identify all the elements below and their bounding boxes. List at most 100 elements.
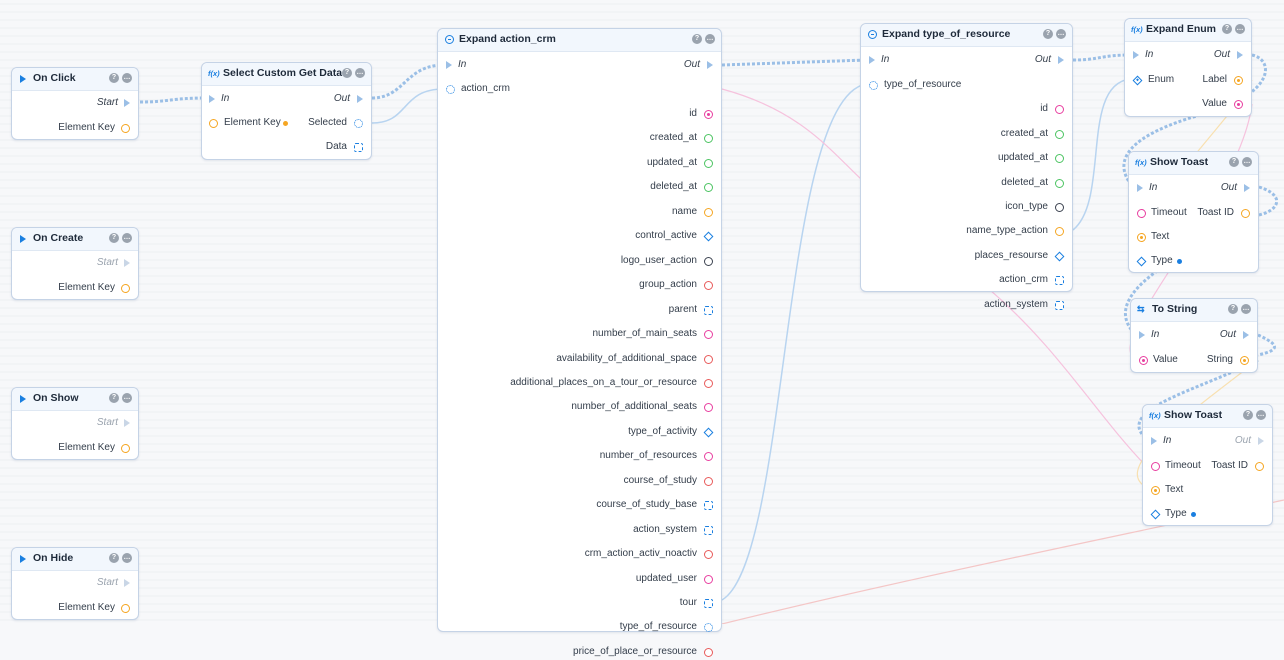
help-icon[interactable]: ? (109, 393, 119, 403)
field-output-pin[interactable] (1054, 251, 1065, 262)
type-pin[interactable] (1150, 509, 1161, 520)
field-output-pin[interactable] (704, 476, 713, 486)
comment-icon[interactable]: … (122, 73, 132, 83)
start-exec-pin[interactable] (124, 259, 130, 267)
field-output-pin[interactable] (1055, 276, 1064, 286)
field-output-pin[interactable] (1055, 227, 1064, 237)
help-icon[interactable]: ? (1043, 29, 1053, 39)
select-custom-get-data-node[interactable]: f(x) Select Custom Get Data ?… In Out El… (201, 62, 372, 160)
in-exec-pin[interactable] (1137, 184, 1143, 192)
field-output-pin[interactable] (704, 525, 713, 535)
type-pin[interactable] (1136, 256, 1147, 267)
comment-icon[interactable]: … (355, 68, 365, 78)
field-output-pin[interactable] (1055, 203, 1064, 212)
field-output-pin[interactable] (704, 207, 713, 217)
toast-id-pin[interactable] (1255, 462, 1264, 471)
in-exec-pin[interactable] (209, 95, 215, 103)
start-exec-pin[interactable] (124, 579, 130, 587)
expand-enum-node[interactable]: f(x) Expand Enum ?… In Out Enum Label Va… (1124, 18, 1252, 117)
field-output-pin[interactable] (704, 305, 713, 315)
field-output-pin[interactable] (704, 574, 713, 584)
out-exec-pin[interactable] (1058, 56, 1064, 64)
in-exec-pin[interactable] (869, 56, 875, 64)
help-icon[interactable]: ? (1222, 24, 1232, 34)
show-toast-node[interactable]: f(x) Show Toast ?… In Out Timeout Toast … (1128, 151, 1259, 273)
comment-icon[interactable]: … (122, 393, 132, 403)
field-output-pin[interactable] (704, 501, 713, 511)
timeout-pin[interactable] (1137, 209, 1146, 218)
selected-pin[interactable] (354, 119, 363, 128)
field-output-pin[interactable] (704, 599, 713, 608)
show-toast-node[interactable]: f(x) Show Toast ?… In Out Timeout Toast … (1142, 404, 1273, 526)
on-show-node[interactable]: On Show ?… Start Element Key (11, 387, 139, 460)
element-key-pin[interactable] (121, 284, 130, 293)
in-exec-pin[interactable] (1151, 437, 1157, 445)
comment-icon[interactable]: … (1235, 24, 1245, 34)
field-output-pin[interactable] (704, 110, 713, 119)
element-key-pin[interactable] (121, 124, 130, 133)
string-output-pin[interactable] (1240, 356, 1249, 365)
on-click-node[interactable]: On Click ?… Start Element Key (11, 67, 139, 140)
comment-icon[interactable]: … (122, 553, 132, 563)
in-exec-pin[interactable] (1139, 331, 1145, 339)
field-output-pin[interactable] (703, 231, 714, 242)
comment-icon[interactable]: … (1256, 410, 1266, 420)
out-exec-pin[interactable] (1237, 51, 1243, 59)
out-exec-pin[interactable] (1244, 184, 1250, 192)
field-output-pin[interactable] (704, 183, 713, 193)
help-icon[interactable]: ? (342, 68, 352, 78)
field-output-pin[interactable] (704, 256, 713, 266)
help-icon[interactable]: ? (109, 73, 119, 83)
in-exec-pin[interactable] (446, 61, 452, 69)
comment-icon[interactable]: … (1242, 157, 1252, 167)
timeout-pin[interactable] (1151, 462, 1160, 471)
field-output-pin[interactable] (704, 134, 713, 144)
data-pin[interactable] (354, 143, 363, 152)
in-exec-pin[interactable] (1133, 51, 1139, 59)
start-exec-pin[interactable] (124, 419, 130, 427)
text-pin[interactable] (1137, 233, 1146, 242)
on-create-node[interactable]: On Create ?… Start Element Key (11, 227, 139, 300)
type-of-resource-input-pin[interactable] (869, 81, 878, 90)
field-output-pin[interactable] (704, 378, 713, 388)
help-icon[interactable]: ? (692, 34, 702, 44)
value-input-pin[interactable] (1139, 356, 1148, 365)
start-exec-pin[interactable] (124, 99, 130, 107)
field-output-pin[interactable] (1055, 178, 1064, 188)
on-hide-node[interactable]: On Hide ?… Start Element Key (11, 547, 139, 620)
expand-type-of-resource-node[interactable]: Expand type_of_resource ?… In Out type_o… (860, 23, 1073, 310)
field-output-pin[interactable] (1055, 105, 1064, 115)
text-pin[interactable] (1151, 486, 1160, 495)
expand-action-crm-node[interactable]: Expand action_crm ?… In Out action_crm i… (437, 28, 722, 657)
action-crm-input-pin[interactable] (446, 85, 455, 94)
out-exec-pin[interactable] (1258, 437, 1264, 445)
field-output-pin[interactable] (704, 330, 713, 340)
comment-icon[interactable]: … (1056, 29, 1066, 39)
element-key-pin[interactable] (121, 444, 130, 453)
label-output-pin[interactable] (1234, 76, 1243, 85)
field-output-pin[interactable] (1055, 154, 1064, 164)
field-output-pin[interactable] (1055, 129, 1064, 139)
help-icon[interactable]: ? (1228, 304, 1238, 314)
element-key-pin[interactable] (121, 604, 130, 613)
enum-input-pin[interactable] (1132, 75, 1143, 86)
field-output-pin[interactable] (704, 354, 713, 364)
help-icon[interactable]: ? (1243, 410, 1253, 420)
comment-icon[interactable]: … (705, 34, 715, 44)
out-exec-pin[interactable] (707, 61, 713, 69)
value-output-pin[interactable] (1234, 100, 1243, 109)
help-icon[interactable]: ? (1229, 157, 1239, 167)
comment-icon[interactable]: … (1241, 304, 1251, 314)
field-output-pin[interactable] (704, 403, 713, 413)
field-output-pin[interactable] (704, 452, 713, 462)
comment-icon[interactable]: … (122, 233, 132, 243)
to-string-node[interactable]: ⇆ To String ?… In Out Value String (1130, 298, 1258, 373)
out-exec-pin[interactable] (357, 95, 363, 103)
field-output-pin[interactable] (704, 550, 713, 560)
field-output-pin[interactable] (704, 281, 713, 291)
field-output-pin[interactable] (704, 623, 713, 633)
help-icon[interactable]: ? (109, 553, 119, 563)
element-key-input-pin[interactable] (209, 119, 218, 128)
out-exec-pin[interactable] (1243, 331, 1249, 339)
help-icon[interactable]: ? (109, 233, 119, 243)
